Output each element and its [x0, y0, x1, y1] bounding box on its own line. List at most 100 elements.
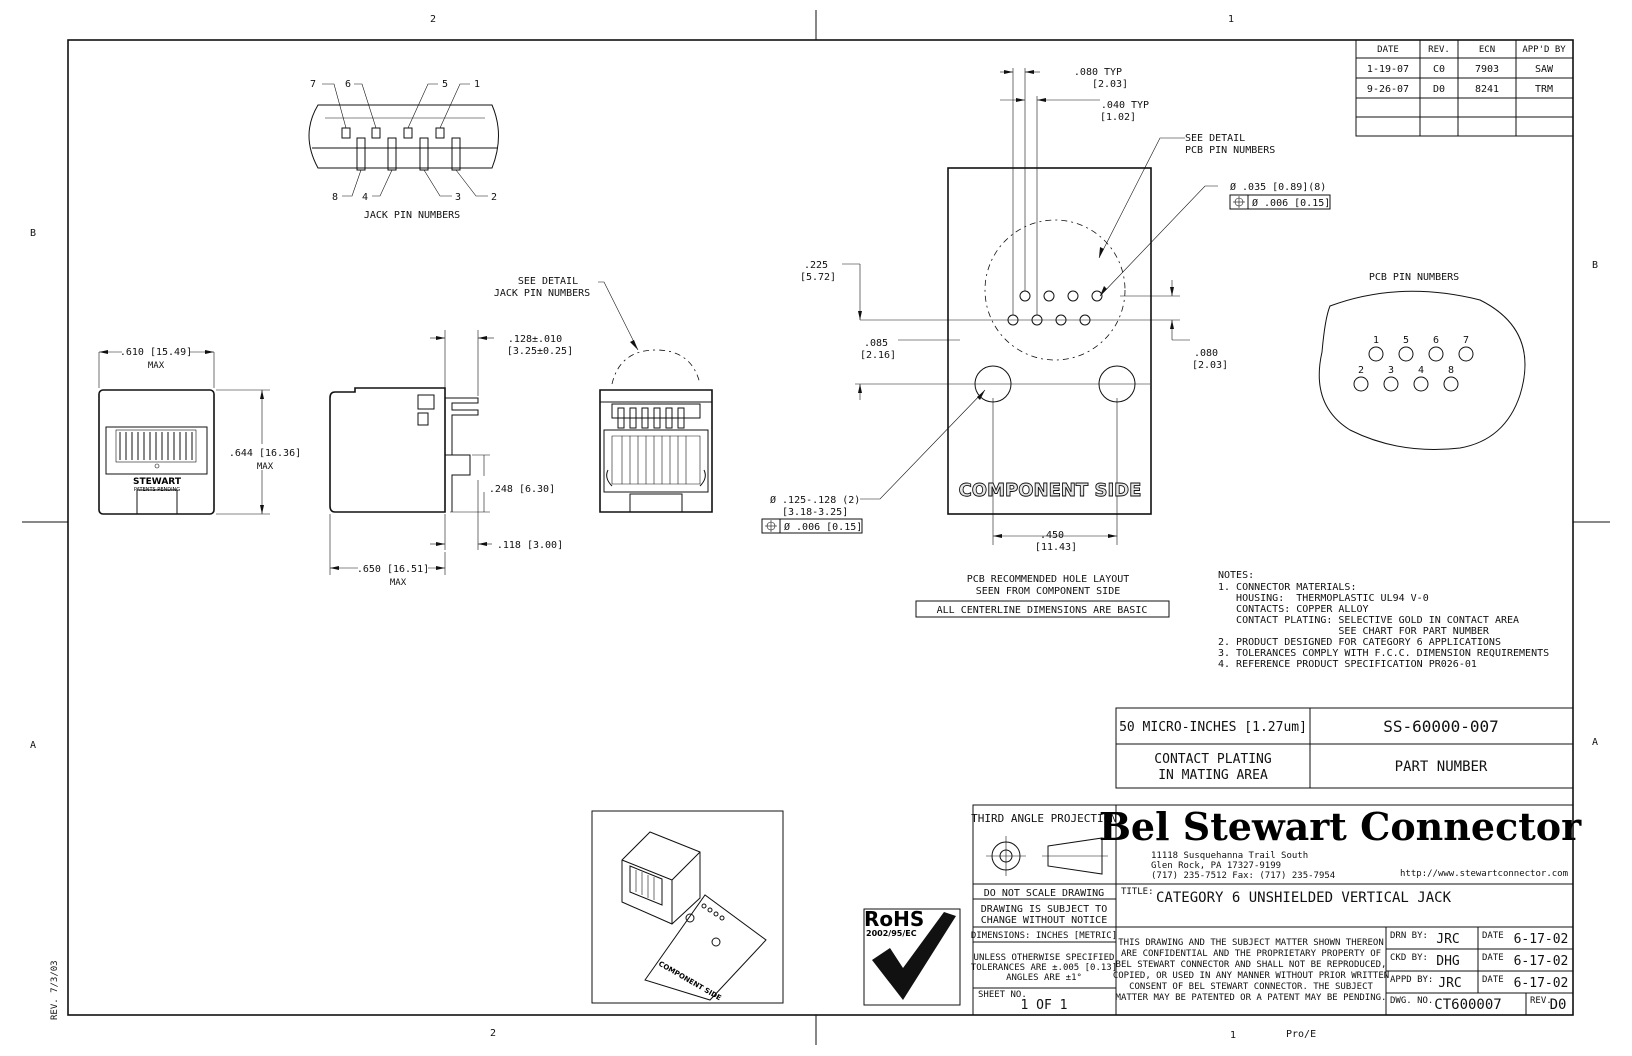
side-dim-top-metric: [3.25±0.25] — [507, 346, 573, 357]
rev-stamp: REV. 7/3/03 — [50, 960, 60, 1020]
pcb-see-detail-1: SEE DETAIL — [1185, 133, 1245, 144]
dwg-label: DWG. NO. — [1390, 996, 1433, 1006]
rev-row1-date: 1-19-07 — [1367, 64, 1409, 75]
title-block — [863, 804, 1574, 1016]
front-view — [98, 350, 270, 515]
pcb-dim-080b-m: [2.03] — [1192, 360, 1228, 371]
part-table — [1115, 707, 1574, 789]
jack-pin-3: 3 — [455, 192, 461, 203]
side-dim-top: .128±.010 — [508, 334, 562, 345]
pcb-dim-040: .040 TYP — [1101, 100, 1149, 111]
pcb-pin-7: 7 — [1463, 335, 1469, 346]
rohs-directive: 2002/95/EC — [866, 929, 917, 938]
pcb-caption-1: PCB RECOMMENDED HOLE LAYOUT — [967, 574, 1130, 585]
pcb-big-hole: Ø .125-.128 (2) — [770, 494, 860, 506]
pcb-dim-450-m: [11.43] — [1035, 542, 1077, 553]
front-height-note: MAX — [257, 462, 274, 472]
pcb-pin-5: 5 — [1403, 335, 1409, 346]
revision-table — [1355, 39, 1574, 137]
pcb-dim-080b: .080 — [1194, 348, 1218, 359]
title-label: TITLE: — [1121, 887, 1154, 897]
side-view — [329, 330, 494, 575]
rev-row2-ecn: 8241 — [1475, 84, 1499, 95]
pcb-dim-085: .085 — [864, 338, 888, 349]
jack-pin-view — [308, 83, 499, 197]
sheet-label: SHEET NO. — [978, 990, 1027, 1000]
side-dim-mid: .248 [6.30] — [489, 484, 555, 495]
pcb-pin-view — [1318, 290, 1526, 450]
notes-heading: NOTES: — [1218, 570, 1254, 581]
plating-value: 50 MICRO-INCHES [1.27um] — [1119, 720, 1307, 735]
part-number-label: PART NUMBER — [1395, 759, 1488, 775]
pcb-dim-040-m: [1.02] — [1100, 112, 1136, 123]
rev-label: REV. — [1530, 996, 1552, 1006]
appd-value: JRC — [1438, 976, 1461, 991]
ckd-date-label: DATE — [1482, 953, 1504, 963]
notes-line: 4. REFERENCE PRODUCT SPECIFICATION PR026… — [1218, 659, 1477, 670]
iso-view — [591, 810, 784, 1004]
pcb-big-hole-tol: Ø .006 [0.15] — [784, 521, 862, 533]
rear-view — [598, 281, 713, 513]
pcb-pin-6: 6 — [1433, 335, 1439, 346]
pcb-pin-2: 2 — [1358, 365, 1364, 376]
pcb-dim-080: .080 TYP — [1074, 67, 1122, 78]
zone-left-b: B — [30, 228, 36, 239]
jack-pin-4: 4 — [362, 192, 368, 203]
pcb-see-detail-2: PCB PIN NUMBERS — [1185, 145, 1275, 156]
company-name: Bel Stewart Connector — [1099, 804, 1582, 849]
notes-line: 1. CONNECTOR MATERIALS: — [1218, 582, 1356, 593]
rear-callout-2: JACK PIN NUMBERS — [494, 288, 590, 299]
zone-right-b: B — [1592, 260, 1598, 271]
ckd-date: 6-17-02 — [1514, 954, 1569, 969]
notes-list: 1. CONNECTOR MATERIALS: HOUSING: THERMOP… — [1218, 582, 1549, 670]
confidential-line: ARE CONFIDENTIAL AND THE PROPRIETARY PRO… — [1121, 949, 1381, 959]
pcb-caption-2: SEEN FROM COMPONENT SIDE — [976, 586, 1121, 597]
front-height-dim: .644 [16.36] — [229, 448, 301, 459]
pcb-hole-tol: Ø .006 [0.15] — [1252, 197, 1330, 209]
pcb-pin-1: 1 — [1373, 335, 1379, 346]
side-length-note: MAX — [390, 578, 407, 588]
pcb-dim-225: .225 — [804, 260, 828, 271]
jack-pin-7: 7 — [310, 79, 316, 90]
drawing-title: CATEGORY 6 UNSHIELDED VERTICAL JACK — [1156, 890, 1452, 906]
confidential-line: CONSENT OF BEL STEWART CONNECTOR. THE SU… — [1129, 982, 1373, 992]
pcb-layout — [761, 68, 1331, 618]
dimensions-note: DIMENSIONS: INCHES [METRIC] — [971, 931, 1117, 941]
pcb-dim-080-m: [2.03] — [1092, 79, 1128, 90]
rev-row1-rev: C0 — [1433, 64, 1445, 75]
sheet-value: 1 OF 1 — [1021, 998, 1068, 1013]
side-dim-bottom: .118 [3.00] — [497, 540, 563, 551]
pcb-pin-8: 8 — [1448, 365, 1454, 376]
tolerance-2: TOLERANCES ARE ±.005 [0.13] — [971, 963, 1117, 973]
drn-date: 6-17-02 — [1514, 932, 1569, 947]
pro-e-label: Pro/E — [1286, 1029, 1316, 1040]
rohs-logo: RoHS — [864, 907, 924, 931]
jack-pin-label: JACK PIN NUMBERS — [364, 210, 460, 221]
appd-date-label: DATE — [1482, 975, 1504, 985]
projection-label: THIRD ANGLE PROJECTION — [971, 812, 1117, 825]
appd-date: 6-17-02 — [1514, 976, 1569, 991]
jack-pin-1: 1 — [474, 79, 480, 90]
pcb-dim-085-m: [2.16] — [860, 350, 896, 361]
rev-row1-appd: SAW — [1535, 64, 1554, 75]
rev-header-appd: APP'D BY — [1522, 45, 1566, 55]
jack-pin-5: 5 — [442, 79, 448, 90]
zone-top-2: 2 — [430, 14, 436, 25]
rear-callout-1: SEE DETAIL — [518, 276, 578, 287]
plating-label-1: CONTACT PLATING — [1154, 752, 1272, 767]
drn-label: DRN BY: — [1390, 931, 1428, 941]
confidential-line: MATTER MAY BE PATENTED OR A PATENT MAY B… — [1116, 993, 1387, 1003]
front-width-dim: .610 [15.49] — [120, 347, 192, 358]
side-length-dim: .650 [16.51] — [357, 564, 429, 575]
rev-header-date: DATE — [1377, 45, 1399, 55]
sheet-border — [22, 10, 1610, 1045]
confidential-line: COPIED, OR USED IN ANY MANNER WITHOUT PR… — [1113, 971, 1389, 981]
subject-to-change-1: DRAWING IS SUBJECT TO — [981, 904, 1107, 915]
zone-right-a: A — [1592, 737, 1598, 748]
pcb-dim-225-m: [5.72] — [800, 272, 836, 283]
jack-pin-6: 6 — [345, 79, 351, 90]
notes-line: CONTACTS: COPPER ALLOY — [1218, 604, 1369, 615]
part-number-value: SS-60000-007 — [1383, 717, 1499, 736]
drn-value: JRC — [1436, 932, 1459, 947]
